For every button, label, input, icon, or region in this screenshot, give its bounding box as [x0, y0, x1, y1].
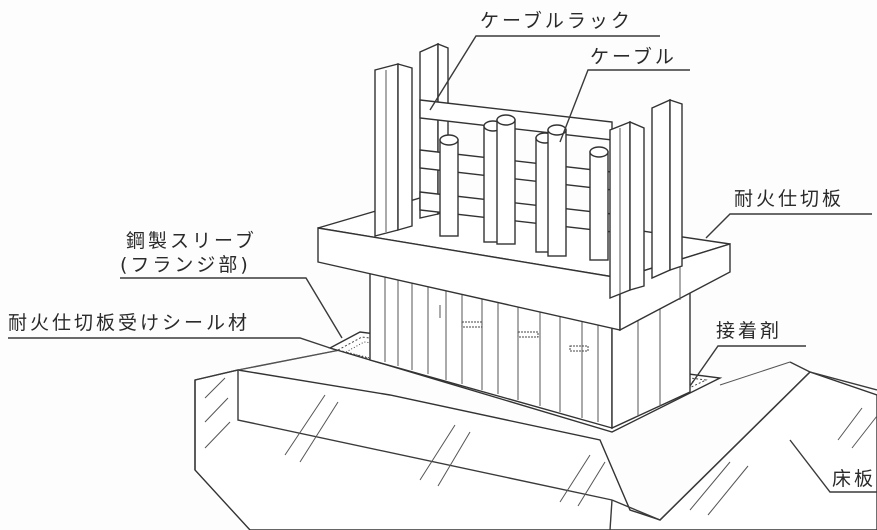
cable-1: [439, 134, 459, 237]
label-cable: ケーブル: [590, 46, 677, 68]
label-floor-slab: 床板: [832, 468, 877, 490]
label-adhesive: 接着剤: [716, 320, 783, 342]
label-steel-sleeve-flange: (フランジ部): [120, 254, 251, 276]
cable-5: [547, 124, 567, 257]
cable-3: [496, 114, 516, 245]
cable-6: [589, 146, 609, 261]
leader-lines: [8, 35, 877, 493]
label-partition-seal: 耐火仕切板受けシール材: [8, 312, 251, 334]
label-steel-sleeve: 鋼製スリーブ: [126, 230, 257, 252]
floor-slab: [194, 347, 877, 530]
cables: [439, 114, 609, 261]
label-cable-rack: ケーブルラック: [480, 10, 633, 32]
label-fire-partition-board: 耐火仕切板: [734, 188, 845, 210]
cable-rack-left-post: [374, 42, 449, 237]
cable-rack-right-post: [609, 98, 683, 300]
